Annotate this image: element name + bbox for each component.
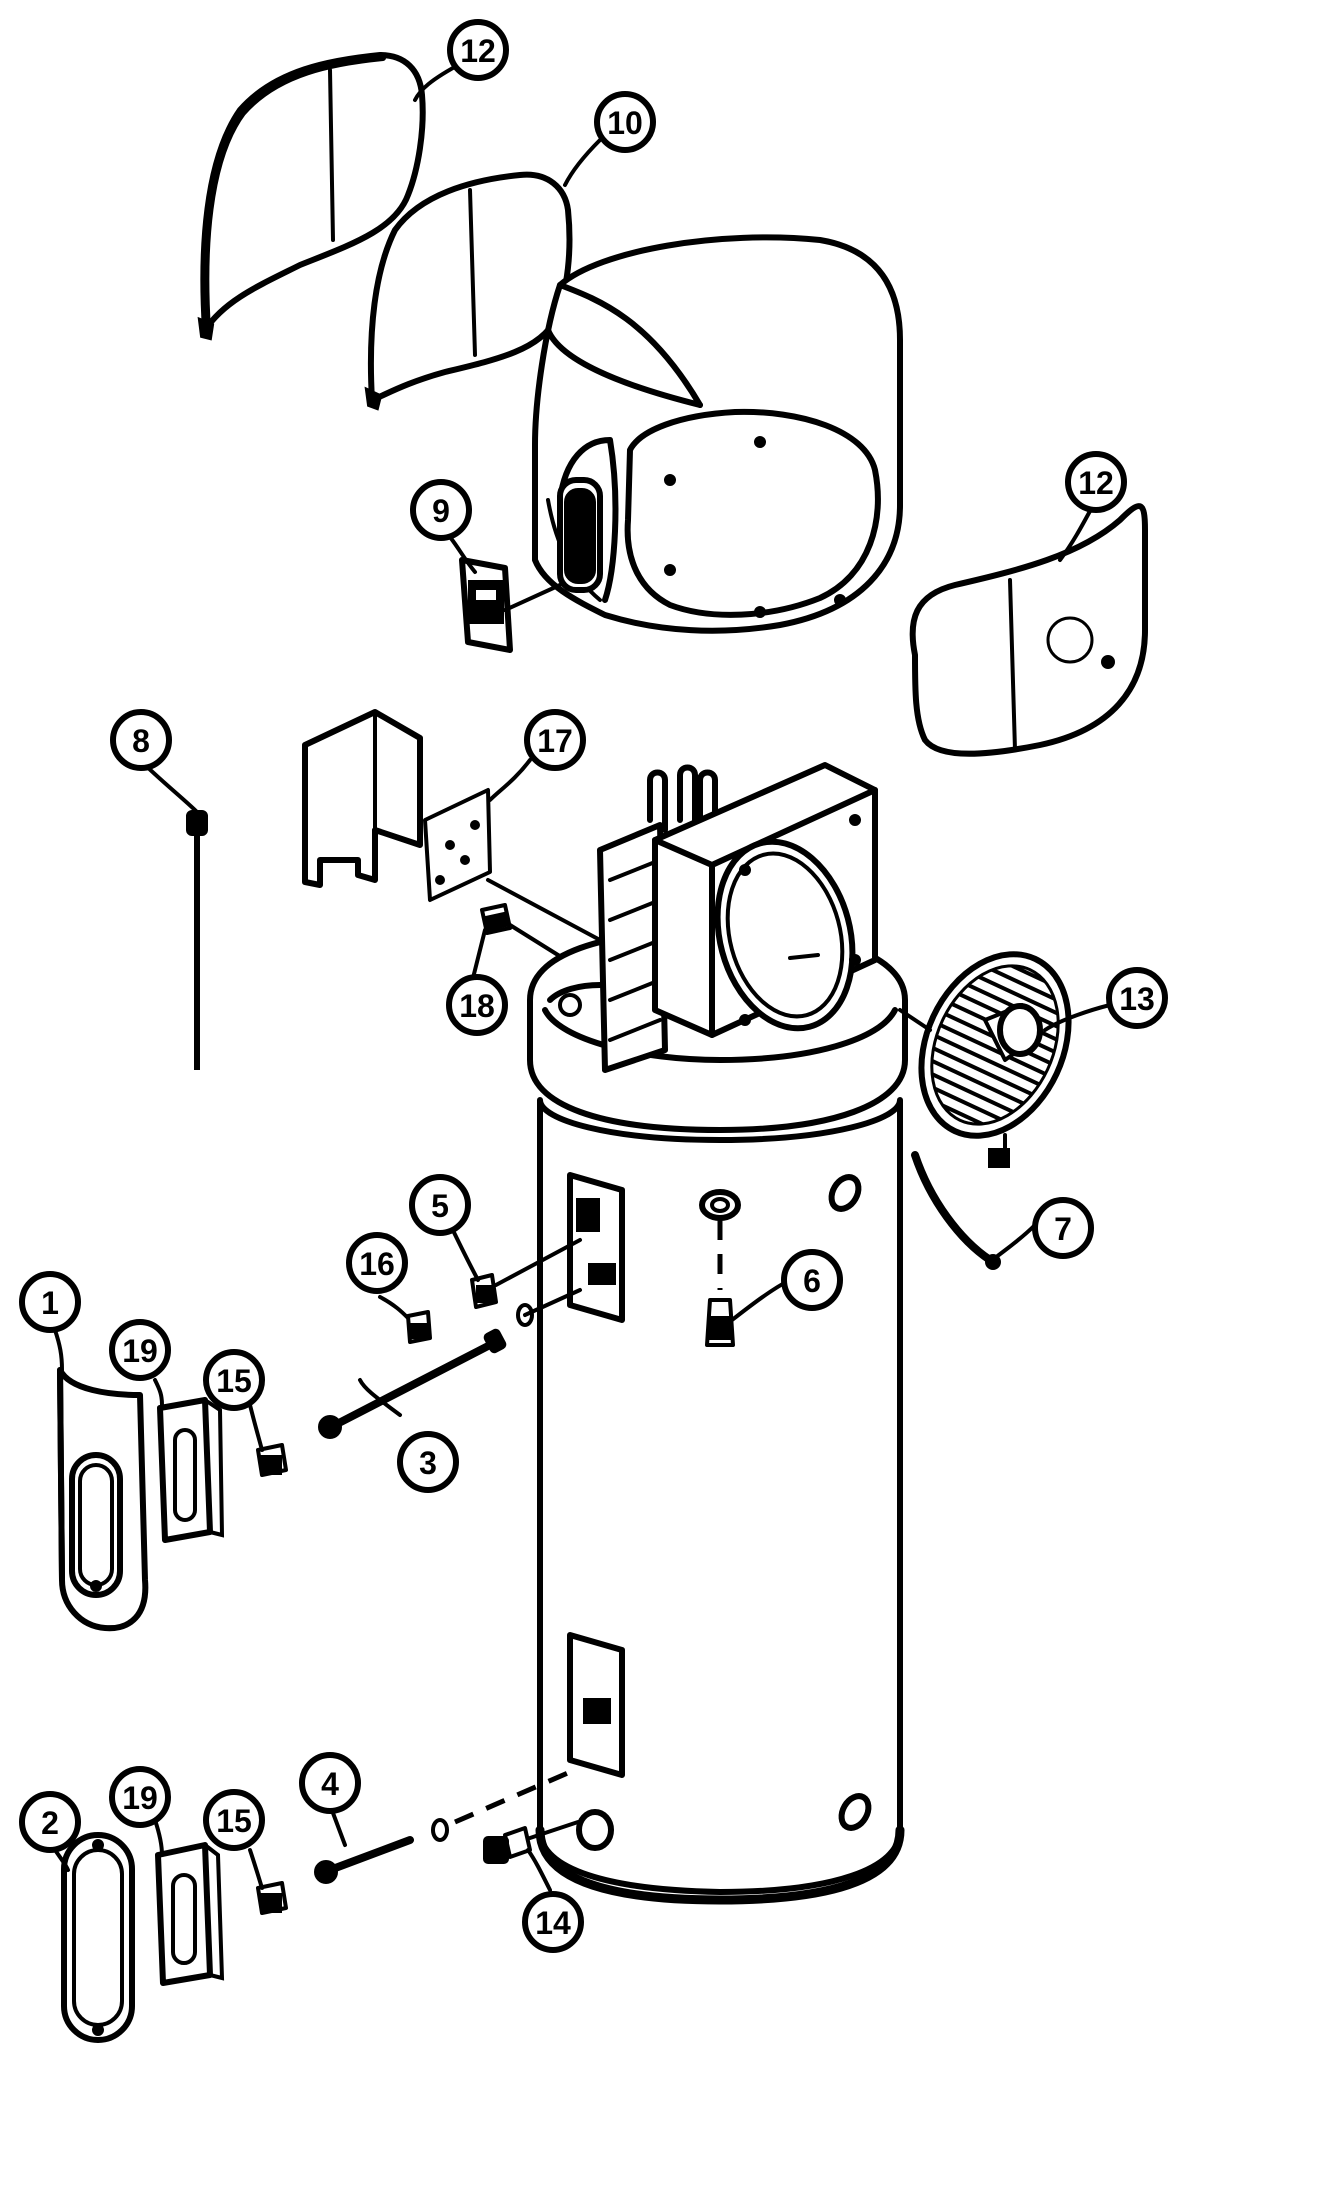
callout-19-upper: 19: [109, 1319, 171, 1381]
callout-16: 16: [346, 1232, 408, 1294]
callout-10: 10: [594, 91, 656, 153]
callout-11-label: 12: [460, 33, 496, 69]
callout-15-lower: 15: [203, 1789, 265, 1851]
callout-7-label: 7: [1054, 1211, 1072, 1247]
callout-15-lower-label: 15: [216, 1803, 252, 1839]
callout-6: 6: [781, 1249, 843, 1311]
callout-2: 2: [19, 1791, 81, 1853]
part-19-insulation-lower: [155, 1842, 225, 1986]
callout-12-label: 12: [1078, 465, 1114, 501]
callout-17: 17: [524, 709, 586, 771]
callout-3: 3: [397, 1431, 459, 1493]
callout-15-upper-label: 15: [216, 1363, 252, 1399]
part-14-drain-valve: [483, 1820, 580, 1864]
part-15-block-lower: [256, 1881, 288, 1915]
callout-13-label: 13: [1119, 981, 1155, 1017]
callout-19-lower: 19: [109, 1766, 171, 1828]
callout-13: 13: [1106, 967, 1168, 1029]
callout-12: 12: [1065, 451, 1127, 513]
part-16-clip: [406, 1310, 432, 1344]
part-17-circuit-board: [423, 788, 602, 942]
callout-9: 9: [410, 479, 472, 541]
callout-14: 14: [522, 1891, 584, 1953]
callout-18: 18: [446, 974, 508, 1036]
part-6-sensor: [705, 1220, 735, 1347]
part-15-block-upper: [256, 1443, 288, 1477]
part-10-grille: [364, 171, 573, 411]
callout-5-label: 5: [431, 1188, 449, 1224]
top-shroud: [532, 234, 903, 634]
part-4-heating-element: [314, 1769, 571, 1884]
callout-16-label: 16: [359, 1246, 395, 1282]
callout-15-upper: 15: [203, 1349, 265, 1411]
callout-6-label: 6: [803, 1263, 821, 1299]
part-8-anode-rod: [186, 810, 208, 1070]
part-19-insulation-upper: [157, 1397, 225, 1543]
part-3-heating-element: [318, 1288, 582, 1439]
part-12-grille: [909, 503, 1148, 757]
callout-18-label: 18: [459, 988, 495, 1024]
part-11-grille: [197, 52, 426, 341]
part-2-access-cover: [61, 1832, 135, 2043]
part-13-fan-motor: [898, 951, 1072, 1168]
part-7-wire: [911, 1151, 1001, 1270]
callout-3-label: 3: [419, 1445, 437, 1481]
callout-9-label: 9: [432, 493, 450, 529]
callout-4: 4: [299, 1752, 361, 1814]
callout-11: 12: [447, 19, 509, 81]
electrical-box-cover: [302, 709, 423, 888]
callout-10-label: 10: [607, 105, 643, 141]
callout-8-label: 8: [132, 723, 150, 759]
callout-17-label: 17: [537, 723, 573, 759]
callout-14-label: 14: [535, 1905, 571, 1941]
heat-pump-assembly: [527, 762, 908, 1133]
callout-2-label: 2: [41, 1805, 59, 1841]
callout-19-upper-label: 19: [122, 1333, 158, 1369]
part-9-control-panel: [459, 557, 562, 653]
callout-5: 5: [409, 1174, 471, 1236]
callout-1-label: 1: [41, 1285, 59, 1321]
callout-7: 7: [1032, 1197, 1094, 1259]
callout-4-label: 4: [321, 1766, 339, 1802]
part-5-thermostat-block: [470, 1238, 582, 1309]
callout-19-lower-label: 19: [122, 1780, 158, 1816]
part-1-access-cover: [57, 1367, 149, 1632]
callout-1: 1: [19, 1271, 81, 1333]
callout-8: 8: [110, 709, 172, 771]
